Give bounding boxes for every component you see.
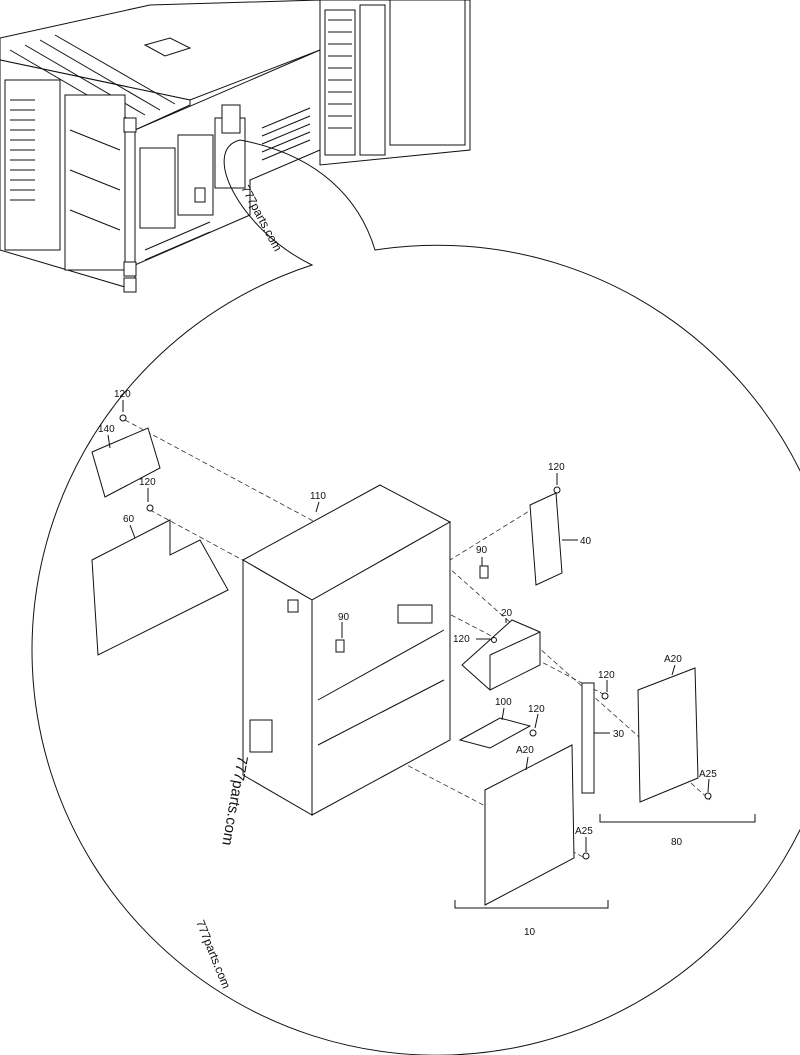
- screw-120-e: [601, 692, 609, 700]
- watermark-top: 777parts.com: [238, 183, 284, 254]
- callout-A25-a: A25: [699, 769, 717, 780]
- callout-120-a: 120: [114, 389, 131, 400]
- duct-20: [461, 619, 541, 691]
- callout-30: 30: [613, 729, 625, 740]
- callout-120-b: 120: [139, 477, 156, 488]
- callout-120-c: 120: [548, 462, 565, 473]
- screw-120-a: [119, 414, 127, 422]
- bracket-90-a: [479, 565, 489, 579]
- container-overview: [0, 0, 471, 293]
- group-bracket-80: [599, 814, 756, 823]
- panel-A20-front: [484, 744, 575, 906]
- louvre-right: [328, 19, 352, 129]
- cover-panel-140: [91, 427, 161, 498]
- group-bracket-10: [454, 900, 609, 909]
- plate-100: [458, 717, 532, 749]
- screw-A25-a: [704, 792, 712, 800]
- callout-90-b: 90: [338, 612, 350, 623]
- callout-110: 110: [310, 491, 326, 502]
- callout-140: 140: [98, 424, 115, 435]
- callout-120-f: 120: [528, 704, 545, 715]
- callout-10: 10: [524, 927, 536, 938]
- callout-A20-a: A20: [664, 654, 682, 665]
- screw-120-f: [529, 729, 537, 737]
- callout-100: 100: [495, 697, 512, 708]
- callout-90-a: 90: [476, 545, 488, 556]
- callout-A25-b: A25: [575, 826, 593, 837]
- callout-60: 60: [123, 514, 135, 525]
- callout-80: 80: [671, 837, 683, 848]
- screw-A25-b: [582, 852, 590, 860]
- watermark-bottom: 777parts.com: [193, 918, 233, 991]
- screw-120-c: [553, 486, 561, 494]
- leader-lines: [107, 400, 710, 852]
- panel-60: [91, 519, 229, 656]
- callout-A20-b: A20: [516, 745, 534, 756]
- panel-A20-right: [637, 667, 699, 803]
- callout-20: 20: [501, 608, 513, 619]
- cabinet-110: [241, 484, 452, 816]
- louvre-middle: [261, 107, 311, 161]
- bar-30: [581, 682, 595, 794]
- bracket-90-b: [335, 639, 345, 653]
- callout-120-d: 120: [453, 634, 470, 645]
- screw-120-b: [146, 504, 154, 512]
- callout-labels: 120 140 120 60 110 120 40 90 90 20 120 1…: [98, 389, 717, 938]
- louvre-left: [10, 99, 35, 201]
- panel-40: [529, 492, 563, 586]
- magnifier-bubble: [31, 139, 800, 1055]
- screw-120-d: [491, 637, 497, 643]
- callout-40: 40: [580, 536, 592, 547]
- callout-120-e: 120: [598, 670, 615, 681]
- watermark-middle: 777parts.com: [218, 754, 251, 846]
